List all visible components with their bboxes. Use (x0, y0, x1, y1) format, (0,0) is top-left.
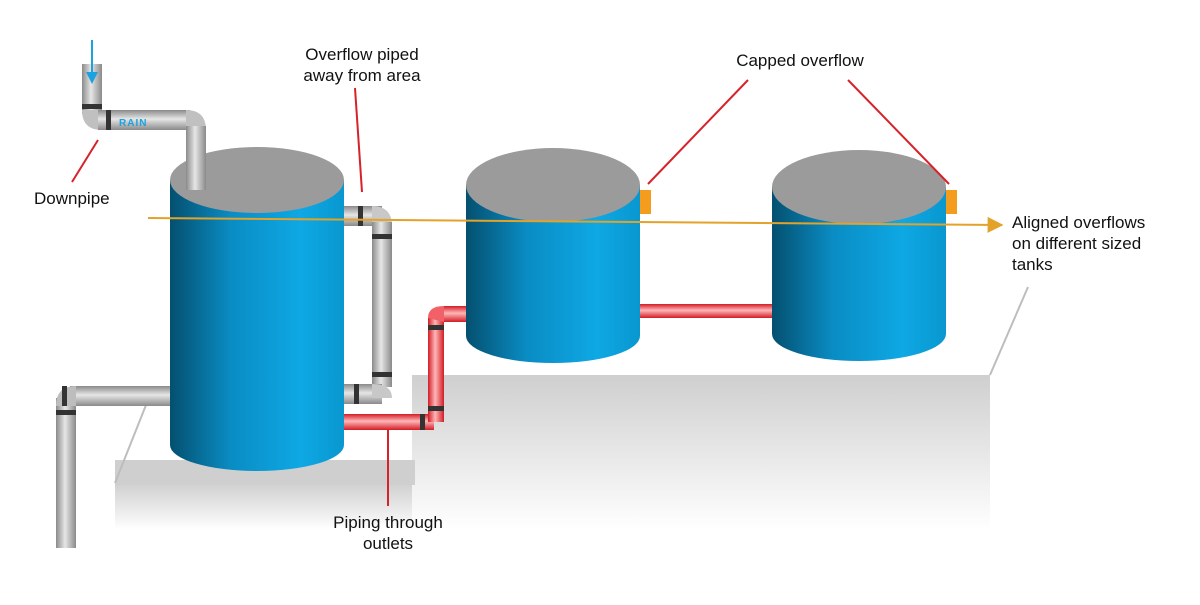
rain-label: RAIN (119, 118, 147, 129)
down-arrow-icon (86, 40, 98, 84)
label-aligned-line3: tanks (1012, 255, 1053, 274)
label-overflow-piped: Overflow piped away from area (262, 44, 462, 86)
leader-overflow-piped (354, 87, 363, 193)
label-downpipe: Downpipe (34, 189, 110, 208)
overflow-cap-right (946, 190, 957, 214)
raised-platform-front (412, 375, 990, 530)
label-overflow-piped-line1: Overflow piped (305, 45, 419, 64)
overflow-grey-pipe (344, 206, 392, 404)
overflow-cap-middle (640, 190, 651, 214)
label-aligned-overflows: Aligned overflows on different sized tan… (1012, 212, 1145, 275)
label-piping-line1: Piping through (333, 513, 443, 532)
downpipe: RAIN (82, 64, 206, 190)
tank-right (772, 150, 946, 361)
label-aligned-line1: Aligned overflows (1012, 213, 1146, 232)
label-piping-line2: outlets (362, 534, 414, 553)
tank-middle-top (466, 148, 640, 222)
tank-middle (466, 148, 640, 363)
red-pipe-tank2-tank3 (640, 304, 774, 318)
tank-right-top (772, 150, 946, 224)
label-piping-through-outlets: Piping through outlets (288, 512, 488, 554)
right-arrow-icon (147, 216, 1004, 233)
leader-capped-right (847, 79, 950, 185)
leader-lines (71, 79, 950, 506)
platform-edge-left (114, 399, 149, 484)
tank-large-top (170, 147, 344, 213)
platform-edge-right (989, 286, 1029, 376)
lower-platform-front (115, 483, 415, 530)
leader-capped-middle (647, 79, 749, 185)
leader-downpipe (71, 139, 99, 183)
outlet-grey-pipe (56, 386, 172, 548)
label-overflow-piped-line2: away from area (303, 66, 421, 85)
label-aligned-line2: on different sized (1012, 234, 1142, 253)
label-capped-overflow: Capped overflow (736, 51, 864, 70)
tank-large (170, 147, 344, 471)
red-connecting-pipe (344, 306, 468, 430)
